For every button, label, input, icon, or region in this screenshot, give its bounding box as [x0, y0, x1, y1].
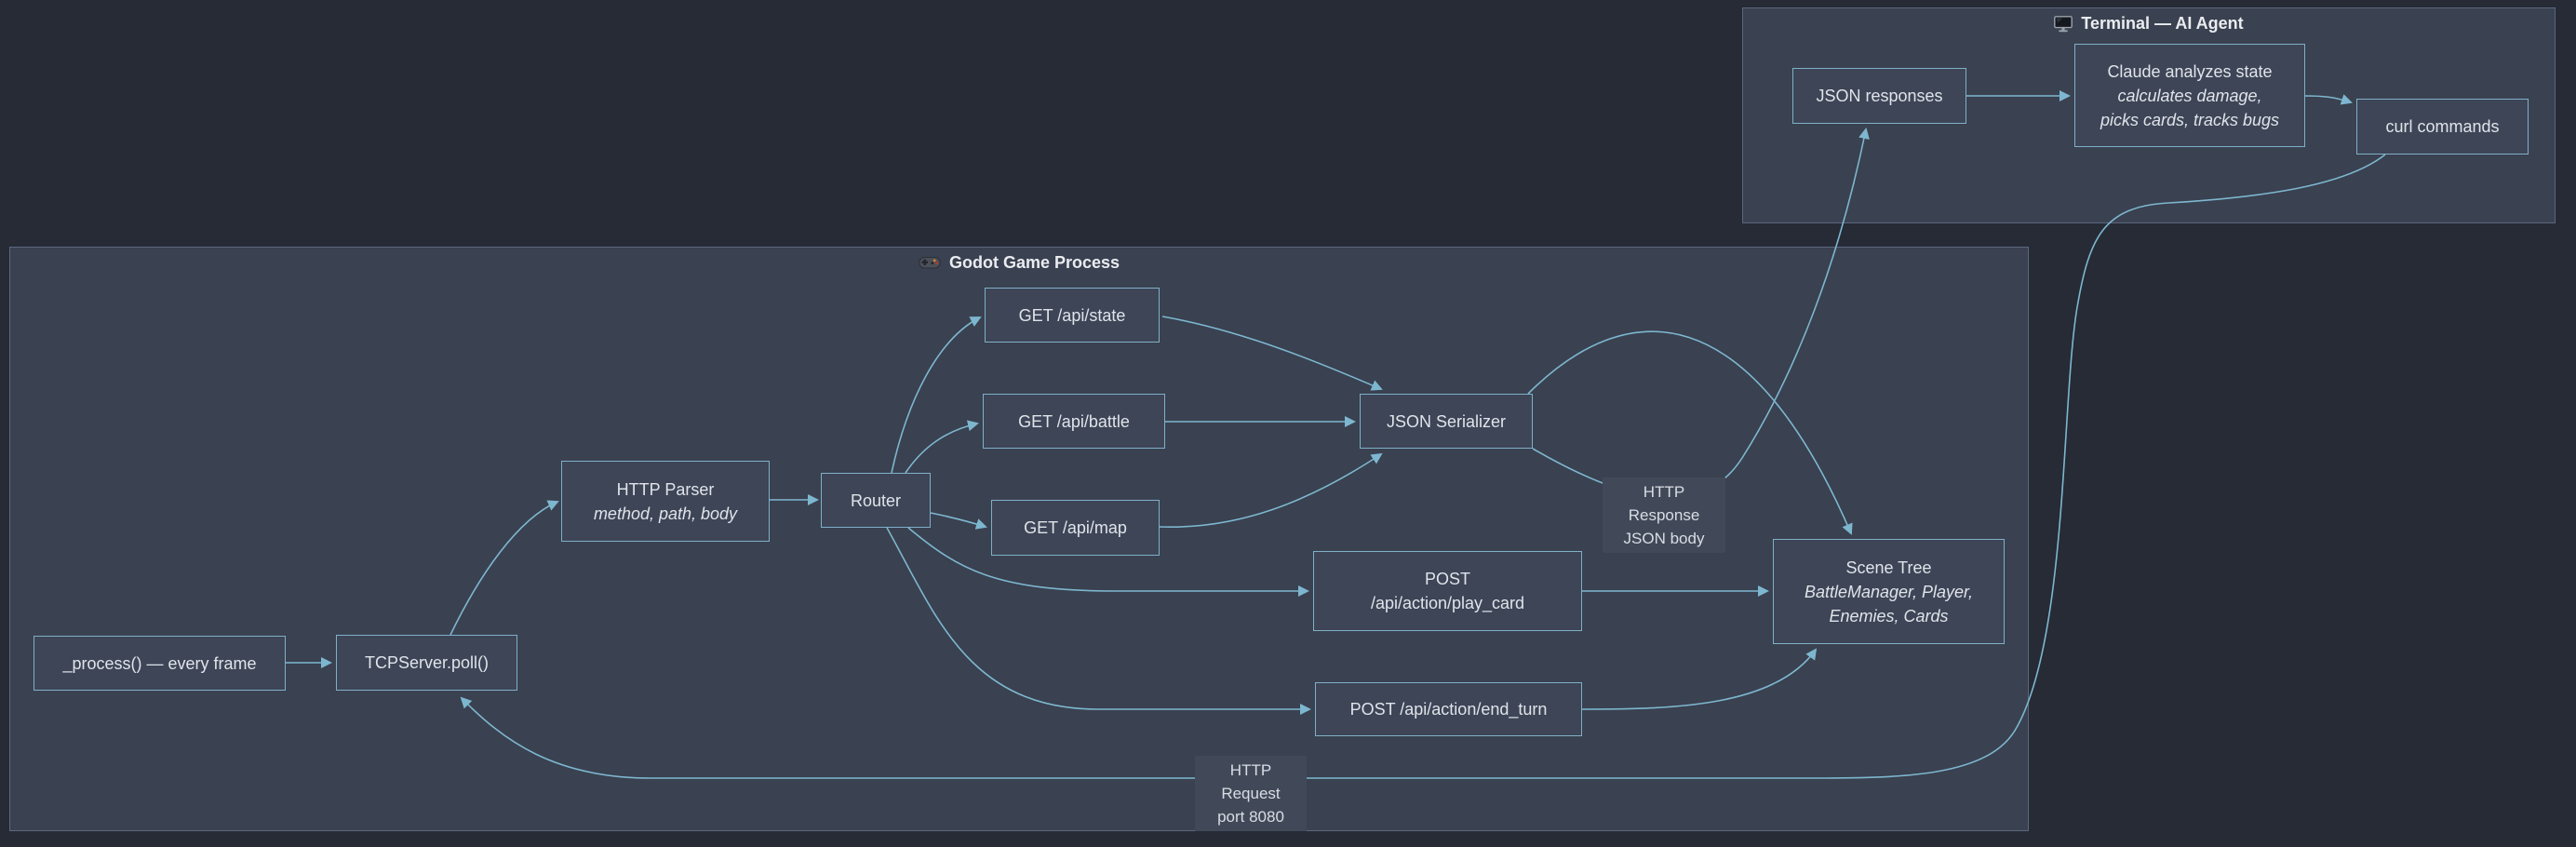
edge-router-to-play-card [907, 527, 1309, 597]
node-label: GET /api/map [1024, 518, 1127, 537]
node-json-serializer: JSON Serializer [1360, 394, 1533, 449]
node-label: Claude analyzes state [2107, 61, 2273, 81]
node-label: POST /api/action/end_turn [1349, 700, 1548, 719]
edge-serializer-to-responses [1532, 128, 1870, 499]
edge-serializer-to-tree [1527, 330, 1853, 535]
http-response-label-line2: JSON body [1623, 530, 1705, 547]
http-request-edge-label: HTTP Request port 8080 [1195, 756, 1307, 831]
edge-end-turn-to-tree [1581, 648, 1818, 710]
http-response-label-line1: HTTP Response [1628, 483, 1700, 524]
node-sublabel: BattleManager, Player, [1804, 582, 1974, 601]
node-post-end-turn: POST /api/action/end_turn [1315, 682, 1582, 736]
terminal-group-title: Terminal — AI Agent [1743, 14, 2555, 34]
node-http-parser: HTTP Parser method, path, body [561, 461, 770, 542]
http-request-label-line1: HTTP Request [1221, 761, 1281, 802]
node-sublabel: calculates damage, [2117, 86, 2262, 105]
node-label: TCPServer.poll() [364, 653, 490, 672]
node-label: HTTP Parser [616, 479, 715, 499]
node-scene-tree: Scene Tree BattleManager, Player, Enemie… [1773, 539, 2005, 644]
node-label: POST [1424, 570, 1470, 588]
edge-router-to-battle [905, 420, 979, 474]
node-claude-analyzes-state: Claude analyzes state calculates damage,… [2074, 44, 2305, 147]
node-label: GET /api/state [1018, 305, 1126, 325]
node-label: _process() — every frame [62, 653, 257, 673]
node-label: JSON responses [1816, 87, 1943, 105]
node-process-every-frame: _process() — every frame [34, 636, 286, 691]
node-json-responses: JSON responses [1792, 68, 1966, 124]
edge-poll-to-parser [449, 500, 559, 636]
node-get-api-state: GET /api/state [985, 288, 1160, 343]
edge-router-to-end-turn [886, 527, 1311, 715]
http-response-edge-label: HTTP Response JSON body [1603, 477, 1725, 553]
node-label: Router [850, 491, 902, 510]
edge-state-to-serializer [1161, 316, 1383, 391]
gamepad-icon [919, 257, 941, 269]
edge-router-to-state [891, 316, 982, 474]
edge-claude-to-curl [2304, 94, 2353, 105]
edge-map-to-serializer [1159, 452, 1383, 528]
node-label: JSON Serializer [1386, 411, 1507, 431]
node-get-api-map: GET /api/map [991, 500, 1160, 556]
http-request-label-line2: port 8080 [1217, 808, 1284, 826]
node-curl-commands: curl commands [2356, 99, 2529, 155]
node-sublabel: picks cards, tracks bugs [2100, 110, 2280, 129]
node-tcpserver-poll: TCPServer.poll() [336, 635, 517, 691]
node-get-api-battle: GET /api/battle [983, 394, 1165, 449]
node-sublabel: Enemies, Cards [1829, 606, 1949, 625]
godot-group-title: Godot Game Process [10, 253, 2028, 273]
edge-router-to-map [930, 512, 987, 530]
node-router: Router [821, 473, 931, 528]
node-label-line2: /api/action/play_card [1370, 594, 1525, 612]
node-post-play-card: POST /api/action/play_card [1313, 551, 1582, 631]
node-label: curl commands [2385, 117, 2500, 136]
node-label: Scene Tree [1845, 558, 1932, 577]
node-label: GET /api/battle [1018, 411, 1130, 431]
godot-group-title-text: Godot Game Process [948, 253, 1120, 272]
node-sublabel: method, path, body [593, 504, 738, 523]
edge-curl-to-poll [460, 154, 2386, 779]
terminal-group-title-text: Terminal — AI Agent [2081, 14, 2244, 33]
monitor-icon [2054, 15, 2073, 32]
